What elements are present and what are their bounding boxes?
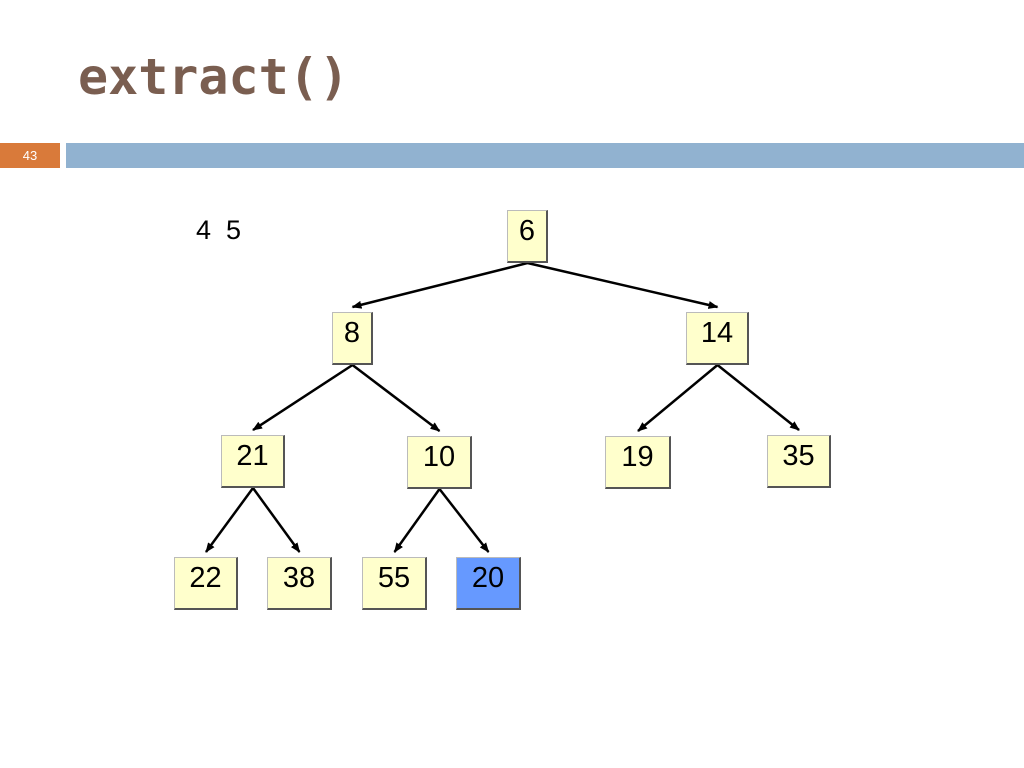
- edge-n14-n19: [637, 364, 719, 432]
- tree-node-19: 19: [605, 436, 671, 489]
- tree-node-20-highlighted: 20: [456, 557, 521, 610]
- edge-n8-n21: [252, 363, 354, 432]
- tree-node-6: 6: [507, 210, 548, 263]
- tree-node-10: 10: [407, 436, 472, 489]
- tree-node-8: 8: [332, 312, 373, 365]
- slide-number-badge: 43: [0, 143, 60, 168]
- tree-node-35: 35: [767, 435, 831, 488]
- tree-node-22: 22: [174, 557, 238, 610]
- edge-n6-n8: [351, 261, 528, 309]
- edge-n14-n35: [716, 364, 800, 431]
- tree-node-38: 38: [267, 557, 332, 610]
- edge-n21-n38: [251, 487, 301, 553]
- edge-n21-n22: [204, 487, 255, 553]
- edge-n10-n20: [438, 488, 490, 553]
- side-note: 4 5: [196, 215, 242, 245]
- header-bar: [66, 143, 1024, 168]
- edge-n10-n55: [393, 488, 441, 553]
- tree-node-14: 14: [686, 312, 749, 365]
- slide-title: extract(): [78, 48, 349, 106]
- edge-n6-n14: [527, 261, 719, 309]
- edge-n8-n10: [351, 364, 441, 432]
- tree-node-21: 21: [221, 435, 285, 488]
- tree-node-55: 55: [362, 557, 427, 610]
